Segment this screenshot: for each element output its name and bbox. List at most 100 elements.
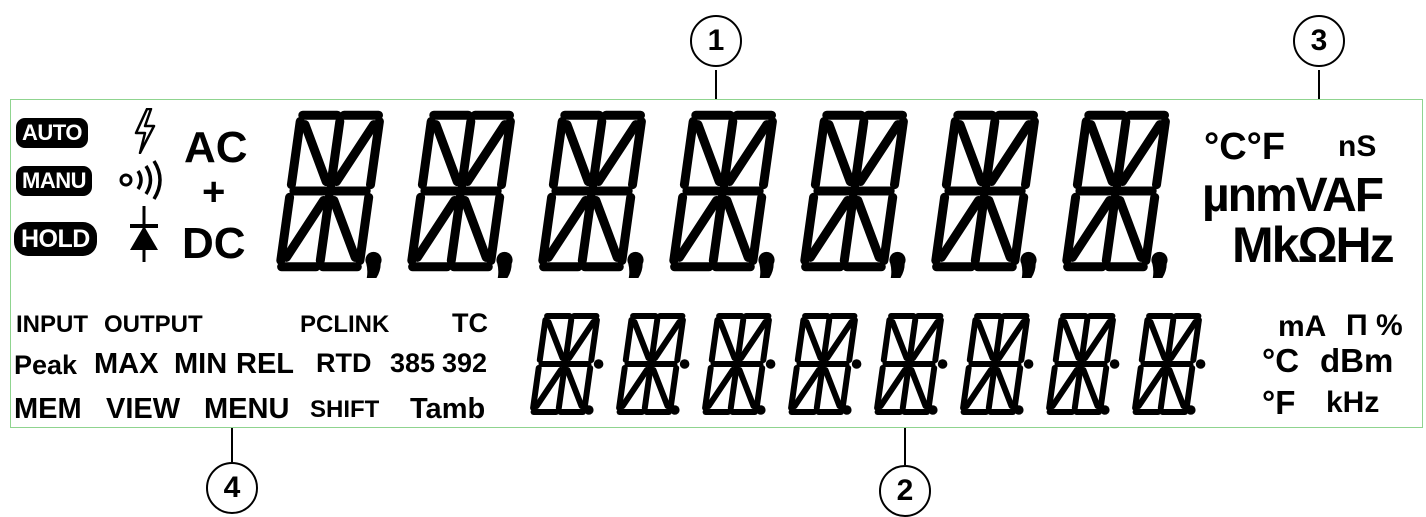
primary-digit-6-segment-6 — [955, 120, 986, 186]
secondary-digit-6-segment-13 — [963, 367, 994, 409]
secondary-digit-3-segment-13 — [705, 367, 736, 409]
secondary-digit-7-segment-3 — [1052, 317, 1065, 363]
secondary-digit-5-segment-10 — [874, 365, 886, 411]
secondary-digit-6-segment-12 — [985, 365, 998, 411]
primary-digit-1-segment-5 — [326, 117, 345, 190]
primary-digit-3-comma — [627, 251, 644, 278]
secondary-digit-6-segment-5 — [992, 317, 1005, 363]
input-label: INPUT — [16, 311, 88, 338]
primary-digit-1 — [276, 110, 384, 278]
secondary-digit-5-segment-11 — [925, 365, 938, 411]
secondary-digit-2-segment-4 — [674, 317, 686, 363]
secondary-digit-6 — [960, 313, 1034, 415]
callout-3: 3 — [1293, 15, 1345, 67]
primary-digit-2-segment-12 — [446, 192, 465, 265]
primary-digit-7-segment-14 — [1115, 196, 1146, 262]
secondary-unit-ma: mA — [1278, 310, 1327, 343]
secondary-digit-2-segment-10 — [616, 365, 628, 411]
secondary-digit-5-segment-6 — [889, 319, 910, 361]
r392-label: 392 — [442, 348, 488, 378]
primary-digit-4-segment-10 — [669, 192, 688, 265]
primary-digit-2-segment-6 — [431, 120, 462, 186]
secondary-digit-1-segment-3 — [536, 317, 549, 363]
primary-digit-6-comma — [1020, 251, 1037, 278]
primary-unit-ns: nS — [1338, 130, 1377, 163]
secondary-digit-7-decimal-point — [1100, 405, 1110, 415]
shift-label: SHIFT — [310, 396, 380, 423]
secondary-digit-7-segment-12 — [1071, 365, 1084, 411]
primary-digit-7-segment-3 — [1072, 117, 1091, 190]
min-label: MIN — [174, 348, 228, 380]
secondary-digit-1-segment-13 — [533, 367, 564, 409]
primary-digit-6-segment-3 — [941, 117, 960, 190]
primary-digit-5-segment-6 — [824, 120, 855, 186]
primary-digit-4-segment-6 — [693, 120, 724, 186]
view-label: VIEW — [106, 393, 181, 425]
secondary-unit-percent: % — [1376, 309, 1403, 342]
primary-digit-7-segment-6 — [1086, 120, 1117, 186]
primary-digit-3-segment-3 — [548, 117, 567, 190]
callout-2: 2 — [879, 465, 931, 517]
secondary-digit-4-segment-13 — [791, 367, 822, 409]
primary-digit-5-comma — [889, 251, 906, 278]
secondary-digit-2 — [616, 313, 690, 415]
secondary-digit-5-mid-dot — [937, 359, 948, 369]
secondary-digit-4-segment-11 — [839, 365, 852, 411]
auto-badge: AUTO — [16, 118, 88, 148]
primary-digit-3-segment-5 — [588, 117, 607, 190]
secondary-digit-4-segment-12 — [813, 365, 826, 411]
primary-digit-6-segment-7 — [987, 120, 1034, 186]
primary-digit-6-segment-5 — [981, 117, 1000, 190]
secondary-digit-8-segment-14 — [1166, 367, 1187, 409]
primary-digit-1-segment-4 — [366, 117, 384, 190]
primary-digit-6-segment-14 — [984, 196, 1015, 262]
primary-digit-1-segment-3 — [286, 117, 305, 190]
secondary-digit-4-mid-dot — [851, 359, 862, 369]
callout-4: 4 — [206, 462, 258, 514]
secondary-digit-3-segment-12 — [727, 365, 740, 411]
secondary-digit-7-segment-5 — [1078, 317, 1091, 363]
secondary-digit-7-segment-11 — [1097, 365, 1110, 411]
secondary-digit-3 — [702, 313, 776, 415]
secondary-digit-1-segment-4 — [588, 317, 600, 363]
primary-digit-7-segment-4 — [1152, 117, 1170, 190]
secondary-digit-8-segment-10 — [1132, 365, 1144, 411]
primary-digit-4-segment-12 — [708, 192, 727, 265]
secondary-digit-8-segment-7 — [1168, 319, 1199, 361]
secondary-digit-1-segment-6 — [545, 319, 566, 361]
secondary-digit-3-segment-4 — [760, 317, 772, 363]
peak-label: Peak — [14, 350, 78, 380]
secondary-digit-4-segment-3 — [794, 317, 807, 363]
primary-digit-7-segment-13 — [1067, 196, 1115, 262]
primary-digit-7-segment-12 — [1101, 192, 1120, 265]
rel-label: REL — [236, 348, 294, 380]
pclink-label: PCLINK — [300, 311, 390, 338]
primary-digit-6-segment-10 — [931, 192, 950, 265]
primary-digit-3-segment-13 — [543, 196, 591, 262]
secondary-digit-5-segment-4 — [932, 317, 944, 363]
secondary-digit-4-segment-4 — [846, 317, 858, 363]
secondary-digit-3-decimal-point — [756, 405, 766, 415]
primary-digit-2-segment-5 — [457, 117, 476, 190]
max-label: MAX — [94, 348, 159, 380]
secondary-digit-5-segment-13 — [877, 367, 908, 409]
primary-display — [276, 110, 1170, 278]
secondary-digit-8-segment-12 — [1157, 365, 1170, 411]
menu-label: MENU — [204, 393, 290, 425]
primary-digit-5-segment-11 — [879, 192, 898, 265]
secondary-digit-3-segment-14 — [736, 367, 757, 409]
primary-unit-row3: MkΩHz — [1232, 217, 1395, 273]
secondary-digit-1-segment-7 — [566, 319, 597, 361]
primary-digit-7-segment-5 — [1112, 117, 1131, 190]
secondary-unit-dbm: dBm — [1320, 342, 1394, 379]
primary-digit-4-segment-7 — [725, 120, 772, 186]
primary-digit-4-comma — [758, 251, 775, 278]
primary-digit-5-segment-5 — [850, 117, 869, 190]
primary-unit-row2: µnmVAF — [1202, 169, 1384, 222]
primary-digit-3-segment-12 — [577, 192, 596, 265]
primary-digit-1-segment-14 — [329, 196, 360, 262]
primary-digit-4-segment-3 — [679, 117, 698, 190]
primary-digit-7-segment-11 — [1141, 192, 1160, 265]
secondary-display — [530, 313, 1206, 415]
